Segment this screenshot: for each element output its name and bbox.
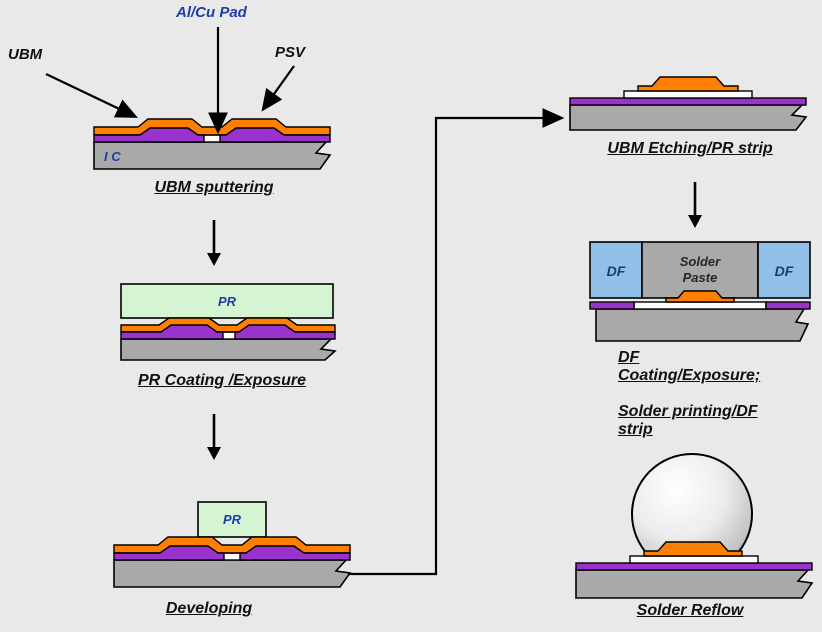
ic-substrate-label: I C	[104, 149, 121, 164]
flow-arrow-down-2	[207, 414, 221, 460]
flow-arrow-down-3	[688, 182, 702, 228]
pr-layer	[120, 283, 334, 319]
alcu-pad-label: Al/Cu Pad	[176, 4, 247, 21]
caption-solder-printing-line2: strip	[618, 421, 653, 438]
ic-substrate	[113, 559, 352, 588]
psv-layer-right	[219, 127, 331, 143]
psv-layer-right	[765, 301, 811, 310]
caption-df-line1: DF	[618, 349, 640, 366]
ic-substrate	[595, 308, 810, 342]
ic-substrate	[575, 569, 814, 599]
psv-layer-left	[113, 545, 225, 561]
diagram-ubm-sputtering: I C	[93, 118, 332, 170]
ubm-bump	[665, 290, 735, 303]
caption-ubm-etching: UBM Etching/PR strip	[607, 140, 773, 157]
ic-substrate	[569, 104, 808, 131]
solder-paste-label-line1: Solder	[680, 254, 721, 269]
caption-developing: Developing	[165, 600, 253, 617]
alcu-pad-layer	[623, 90, 753, 99]
connector-line	[348, 108, 565, 576]
psv-label: PSV	[275, 44, 306, 61]
alcu-pad-layer	[633, 301, 767, 310]
psv-layer-left	[589, 301, 635, 310]
caption-solder-printing-line1: Solder printing/DF	[618, 403, 758, 420]
df-block-left	[589, 241, 643, 299]
caption-solder-reflow: Solder Reflow	[636, 602, 744, 619]
caption-pr-coating: PR Coating /Exposure	[137, 372, 307, 389]
solder-paste-label-line2: Paste	[683, 270, 718, 285]
pr-label: PR	[223, 512, 242, 527]
diagram-df-solder-paste: DF DF Solder Paste	[589, 241, 811, 342]
ubm-bump	[643, 541, 743, 557]
caption-df-solder: DF Coating/Exposure; Solder printing/DF …	[618, 349, 818, 439]
annotation-arrows	[45, 27, 295, 135]
psv-layer-right	[239, 545, 351, 561]
ubm-label: UBM	[8, 46, 43, 63]
pr-block	[197, 501, 267, 538]
flow-connector	[348, 108, 565, 576]
ic-substrate	[120, 338, 337, 361]
flow-arrow-down-1	[207, 220, 221, 266]
ubm-layer	[120, 317, 336, 333]
diagram-solder-reflow	[575, 453, 814, 599]
ubm-pointer-arrow	[45, 73, 138, 118]
psv-pointer-arrow	[261, 65, 295, 112]
psv-layer	[569, 97, 807, 106]
df-left-label: DF	[607, 263, 626, 279]
arrow-head	[207, 253, 221, 266]
diagram-pr-coating: PR	[120, 283, 337, 361]
arrow-head	[688, 215, 702, 228]
caption-df-line2: Coating/Exposure;	[618, 367, 761, 384]
df-block-right	[757, 241, 811, 299]
arrow-head	[207, 447, 221, 460]
ubm-layer	[113, 536, 351, 554]
diagram-ubm-etching	[569, 76, 808, 131]
psv-layer	[575, 562, 813, 571]
psv-layer-left	[93, 127, 205, 143]
caption-ubm-sputtering: UBM sputtering	[154, 179, 274, 196]
df-right-label: DF	[775, 263, 794, 279]
psv-layer-right	[234, 324, 336, 340]
psv-layer-left	[120, 324, 224, 340]
pr-label: PR	[218, 294, 237, 309]
ubm-bump	[637, 76, 739, 92]
diagram-developing: PR	[113, 501, 352, 588]
alcu-pad-layer	[629, 555, 759, 564]
